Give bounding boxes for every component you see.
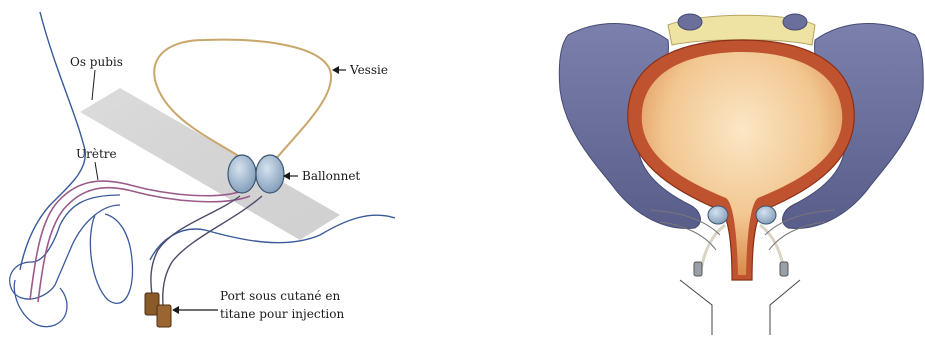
right-frontal-illustration	[559, 14, 923, 335]
label-port-line2: titane pour injection	[220, 307, 344, 321]
label-vessie: Vessie	[349, 63, 388, 77]
bladder-lumen	[642, 52, 843, 275]
pubic-tubercle-left	[678, 14, 702, 30]
urethra-tube-2	[38, 188, 250, 302]
pubic-bone	[80, 88, 340, 240]
port-2	[157, 305, 171, 327]
label-port-line1: Port sous cutané en	[220, 289, 340, 303]
label-ballonnet: Ballonnet	[302, 169, 360, 183]
balloon-left	[228, 155, 256, 193]
connector-right	[780, 262, 788, 276]
arrow-vessie	[332, 66, 339, 74]
scrotum-outline	[90, 214, 132, 303]
urethra-tube	[30, 181, 245, 300]
leader-uretre	[95, 162, 98, 180]
balloon-frontal-right	[756, 206, 776, 224]
balloon-frontal-left	[708, 206, 728, 224]
tube-left	[700, 225, 725, 275]
label-uretre: Urètre	[76, 147, 117, 161]
arrow-port	[172, 306, 179, 314]
pubic-tubercle-right	[783, 14, 807, 30]
balloon-right	[256, 155, 284, 193]
label-os-pubis: Os pubis	[70, 55, 123, 69]
perineum-lines	[680, 280, 800, 335]
left-sagittal-diagram: Os pubis Vessie Urètre Ballonnet Port so…	[10, 12, 395, 327]
connector-left	[694, 262, 702, 276]
leader-os-pubis	[92, 70, 95, 100]
